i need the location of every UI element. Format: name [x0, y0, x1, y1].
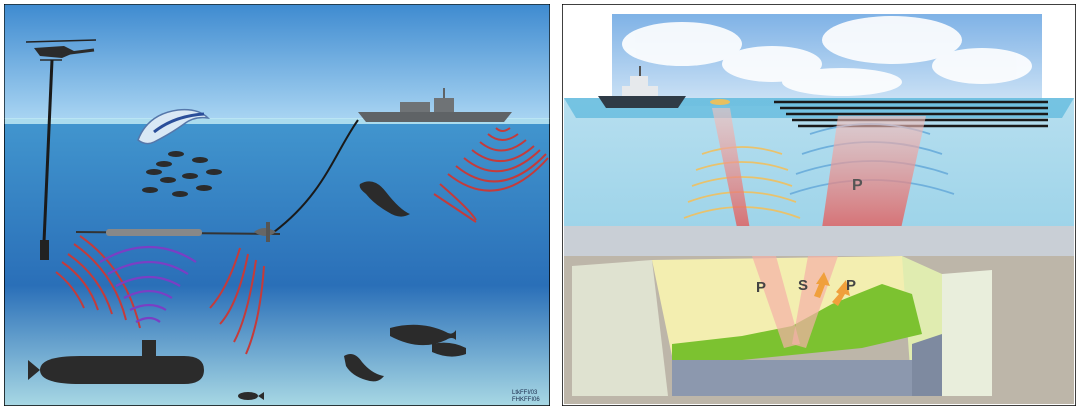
naval-sonar-scene: LtkFFI/03 FHKFFI06: [4, 4, 550, 406]
sea-surface: [4, 118, 550, 124]
sediment-layer: [652, 256, 932, 356]
credit-line-2: FHKFFI06: [512, 397, 540, 403]
towed-array-icon: [106, 229, 202, 236]
rock-layer: [572, 260, 668, 396]
survey-ship-icon: [598, 66, 686, 108]
dipping-sonar-icon: [40, 240, 49, 260]
wave-label-p-water: P: [852, 177, 863, 194]
airgun-source-icon: [710, 99, 730, 105]
fish-school-icon: [142, 151, 222, 197]
wave-label-p-reflected: P: [846, 277, 856, 294]
towed-sonar-waves: [99, 246, 197, 323]
basement-layer: [672, 360, 922, 396]
reflected-wave-beam: [820, 116, 926, 242]
towed-array-cable: [273, 119, 359, 233]
clouds: [622, 16, 1032, 96]
fault-block-right: [942, 270, 992, 396]
seabed-surface: [564, 226, 1074, 256]
water-column: [564, 98, 1074, 226]
incident-subsurface-ray: [752, 256, 800, 348]
wave-label-p-incident: P: [756, 279, 766, 296]
seismic-survey-illustration: P P S P: [562, 4, 1076, 406]
wave-label-s-converted: S: [798, 277, 808, 294]
whale-icon: [390, 324, 466, 357]
seal-icon: [359, 181, 410, 217]
dipping-sonar-waves: [55, 235, 141, 329]
frigate-icon: [358, 88, 512, 122]
upgoing-arrows-icon: [814, 272, 850, 306]
seal-icon: [344, 354, 384, 382]
hull-sonar-waves: [433, 127, 549, 223]
towed-sonar-side-waves: [209, 247, 265, 355]
submarine-icon: [28, 340, 204, 384]
seismic-survey-scene: P P S P: [562, 4, 1076, 406]
dipping-sonar-cable: [42, 59, 54, 243]
incident-wave-beam: [712, 108, 752, 242]
dolphin-icon: [137, 108, 211, 145]
naval-sonar-illustration: LtkFFI/03 FHKFFI06: [4, 4, 550, 406]
seismic-wavefronts-left: [683, 146, 801, 219]
credit-line-1: LtkFFI/03: [512, 390, 538, 396]
towed-sonar-body-icon: [254, 228, 276, 236]
reservoir-layer: [672, 284, 922, 360]
helicopter-icon: [25, 39, 97, 61]
sky: [4, 4, 550, 119]
fish-icon: [238, 392, 258, 400]
